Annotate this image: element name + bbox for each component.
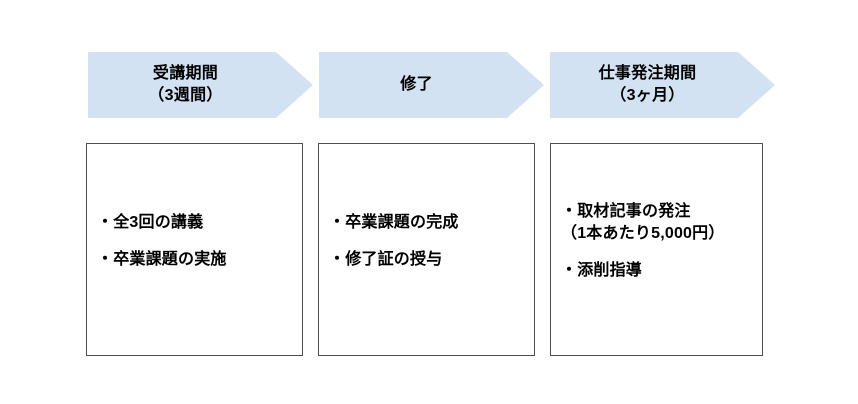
stage-header-label-2: 修了 [400,76,433,94]
stage-3-bullet-1: ・取材記事の発注 （1本あたり5,000円） [561,203,725,243]
stage-box-2[interactable]: ・卒業課題の完成 ・修了証の授与 [318,143,535,356]
stage-box-3[interactable]: ・取材記事の発注 （1本あたり5,000円） ・添削指導 [550,143,763,356]
stage-2-bullet-2: ・修了証の授与 [329,250,443,268]
stage-3-bullet-2: ・添削指導 [561,261,643,279]
stage-arrow-2[interactable]: 修了 [319,52,544,118]
stage-1-bullet-2: ・卒業課題の実施 [97,250,227,268]
stage-arrow-1[interactable]: 受講期間 （3週間） [88,52,313,118]
stage-header-label-3: 仕事発注期間 （3ヶ月） [598,65,697,104]
stage-2-bullet-1: ・卒業課題の完成 [329,214,459,232]
stage-arrow-3[interactable]: 仕事発注期間 （3ヶ月） [550,52,775,118]
stage-1-bullet-1: ・全3回の講義 [97,214,204,232]
stage-header-label-1: 受講期間 （3週間） [148,65,223,104]
stage-box-1[interactable]: ・全3回の講義 ・卒業課題の実施 [86,143,303,356]
